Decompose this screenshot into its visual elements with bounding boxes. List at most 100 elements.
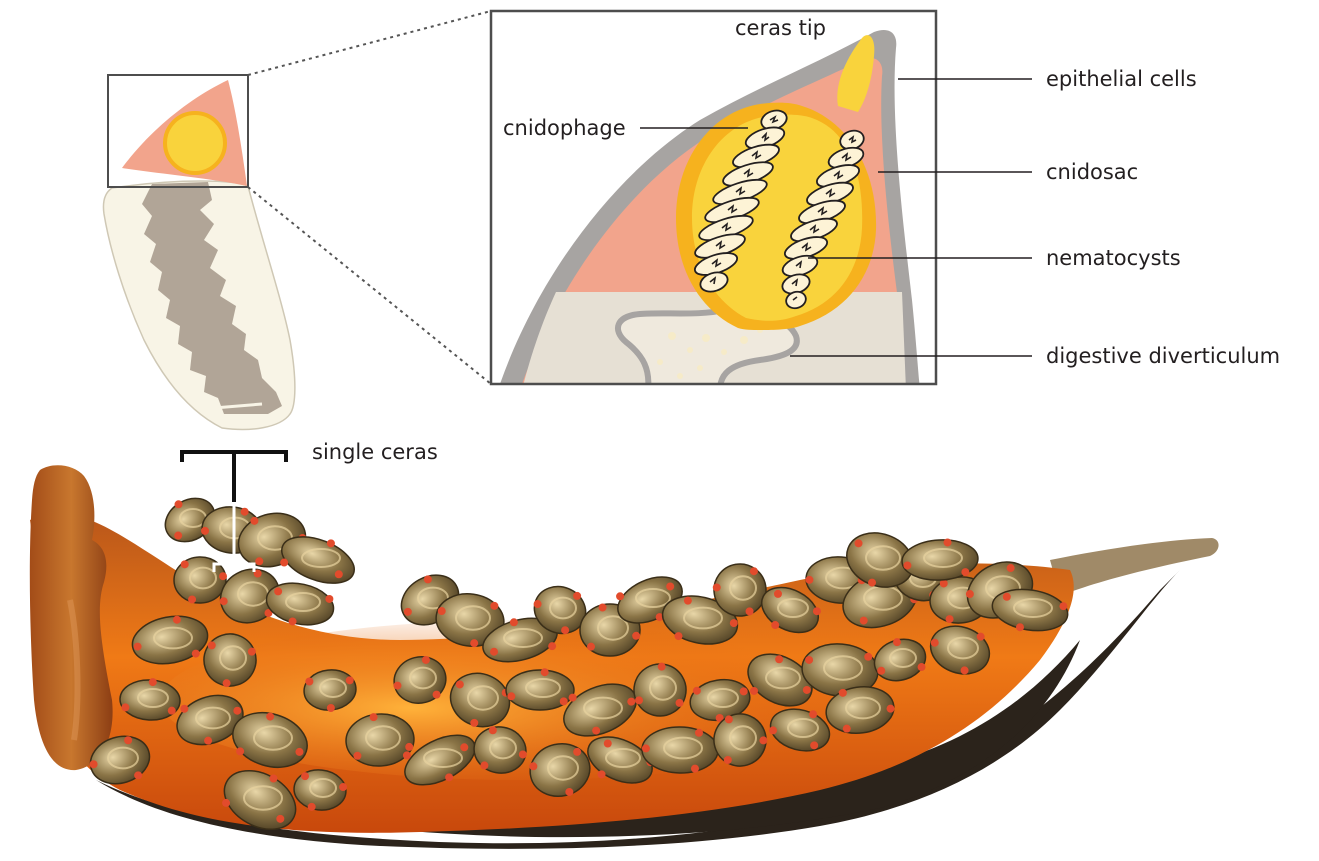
label-cnidophage: cnidophage: [503, 116, 626, 140]
cnidosac-detail-diagram: [491, 11, 936, 390]
ceras-tip-dot: [124, 736, 132, 744]
ceras-tip-dot: [676, 699, 684, 707]
ceras-tip-dot: [944, 538, 952, 546]
ceras-tip-dot: [438, 607, 446, 615]
ceras-tip-dot: [445, 773, 453, 781]
ceras-tip-dot: [370, 713, 378, 721]
ceras-tip-dot: [181, 560, 189, 568]
ceras-tip-dot: [1007, 564, 1015, 572]
ceras-tip-dot: [236, 747, 244, 755]
ceras-tip-dot: [308, 803, 316, 811]
ceras-tip-dot: [353, 752, 361, 760]
ceras-tip-dot: [134, 771, 142, 779]
ceras-tip-dot: [565, 788, 573, 796]
ceras-tip-dot: [893, 638, 901, 646]
ceras-tip-dot: [839, 689, 847, 697]
ceras-tip-dot: [121, 703, 129, 711]
ceras-tip-dot: [241, 508, 249, 516]
ceras-tip-dot: [480, 761, 488, 769]
ceras-tip-dot: [771, 621, 779, 629]
ceras-tip-dot: [456, 680, 464, 688]
ceras-tip-dot: [204, 737, 212, 745]
ceras-tip-dot: [961, 666, 969, 674]
ceras-tip-dot: [759, 736, 767, 744]
ceras-tip-dot: [188, 595, 196, 603]
ceras-tip-dot: [403, 751, 411, 759]
ceras-tip-dot: [255, 557, 263, 565]
ceras-tip-dot: [627, 698, 635, 706]
ceras-tip-dot: [877, 667, 885, 675]
ceras-tip-dot: [1016, 623, 1024, 631]
ceras-tip-dot: [404, 608, 412, 616]
zoom-line-top: [248, 11, 491, 75]
ceras-tip-dot: [750, 687, 758, 695]
ceras-tip-dot: [868, 579, 876, 587]
ceras-tip-dot: [149, 678, 157, 686]
ceras-tip-dot: [569, 694, 577, 702]
ceras-tip-dot: [134, 643, 142, 651]
ceras-tip-dot: [460, 743, 468, 751]
ceras-tip-dot: [864, 653, 872, 661]
ceras-tip-dot: [774, 590, 782, 598]
ceras-tip-dot: [813, 607, 821, 615]
ceras-tip-dot: [642, 744, 650, 752]
ceras-tip-dot: [1003, 593, 1011, 601]
ceras-tip-dot: [1059, 602, 1067, 610]
ceras-tip-dot: [269, 774, 277, 782]
ceras-tip-dot: [977, 633, 985, 641]
label-nematocysts: nematocysts: [1046, 246, 1181, 270]
ceras-tip-dot: [635, 696, 643, 704]
ceras-tip-dot: [90, 760, 98, 768]
ceras-tip-dot: [219, 572, 227, 580]
label-digestive-diverticulum: digestive diverticulum: [1046, 344, 1280, 368]
ceras-tip-dot: [713, 583, 721, 591]
ceras-tip-dot: [327, 704, 335, 712]
ceras-tip-dot: [433, 691, 441, 699]
ceras-tip-dot: [180, 705, 188, 713]
ceras-tip-cnidosac: [165, 113, 225, 173]
ceras-schematic: [103, 75, 294, 429]
ceras-tip-dot: [769, 726, 777, 734]
ceras-tip-dot: [750, 567, 758, 575]
ceras-tip-dot: [490, 648, 498, 656]
nudibranch-photo: [30, 452, 1219, 849]
ceras-tip-dot: [843, 725, 851, 733]
ceras-tip-dot: [918, 663, 926, 671]
ceras-tip-dot: [560, 697, 568, 705]
ceras-tip-dot: [393, 682, 401, 690]
ceras-tip-dot: [658, 663, 666, 671]
ceras-tip-dot: [775, 655, 783, 663]
ceras-tip-dot: [534, 600, 542, 608]
ceras-tip-dot: [201, 527, 209, 535]
ceras-tip-dot: [173, 616, 181, 624]
ceras-tip-dot: [740, 687, 748, 695]
ceras-tip-dot: [490, 602, 498, 610]
ceras-tip-dot: [855, 539, 863, 547]
ceras-tip-dot: [325, 595, 333, 603]
ceras-tip-dot: [301, 772, 309, 780]
ceras-tip-dot: [724, 756, 732, 764]
ceras-tip-dot: [276, 815, 284, 823]
ceras-tip-dot: [248, 648, 256, 656]
ceras-tip-dot: [693, 687, 701, 695]
ceras-tip-dot: [805, 576, 813, 584]
ceras-tip-dot: [280, 559, 288, 567]
ceras-tip-dot: [507, 692, 515, 700]
ceras-tip-dot: [295, 748, 303, 756]
ceras-tip-dot: [250, 517, 258, 525]
ceras-tip-dot: [489, 726, 497, 734]
ceras-tip-dot: [233, 707, 241, 715]
ceras-tip-dot: [346, 676, 354, 684]
ceras-tip-dot: [192, 650, 200, 658]
ceras-tip-dot: [470, 719, 478, 727]
ceras-tip-dot: [405, 743, 413, 751]
ceras-tip-dot: [903, 561, 911, 569]
ceras-tip-dot: [424, 575, 432, 583]
ceras-tip-dot: [691, 765, 699, 773]
ceras-tip-dot: [860, 617, 868, 625]
label-ceras-tip: ceras tip: [735, 16, 826, 40]
ceras-tip-dot: [946, 615, 954, 623]
ceras-tip-dot: [598, 770, 606, 778]
ceras: [642, 726, 719, 773]
label-cnidosac: cnidosac: [1046, 160, 1138, 184]
